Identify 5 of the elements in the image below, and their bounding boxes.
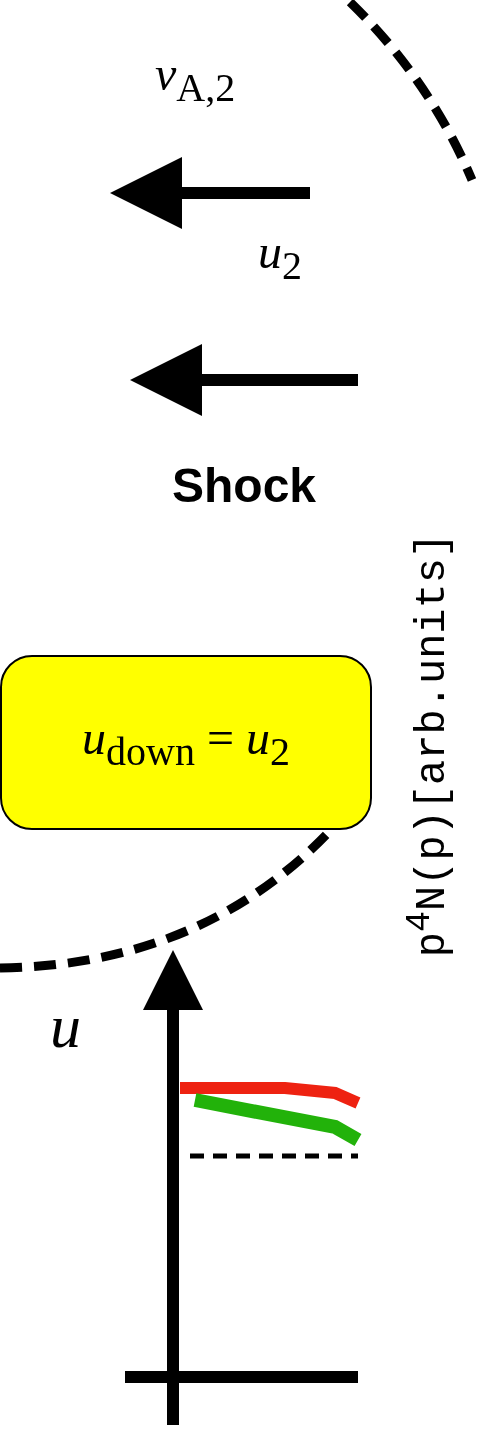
velocity-label: u$_{2}$ xyxy=(258,228,302,286)
velocity-label: v$_{A,2}$ xyxy=(155,50,236,108)
axis-label: u xyxy=(50,995,81,1057)
velocity-box: u$_{down}$ = u$_{2}$ xyxy=(0,655,372,830)
shock-label: Shock xyxy=(172,462,317,510)
